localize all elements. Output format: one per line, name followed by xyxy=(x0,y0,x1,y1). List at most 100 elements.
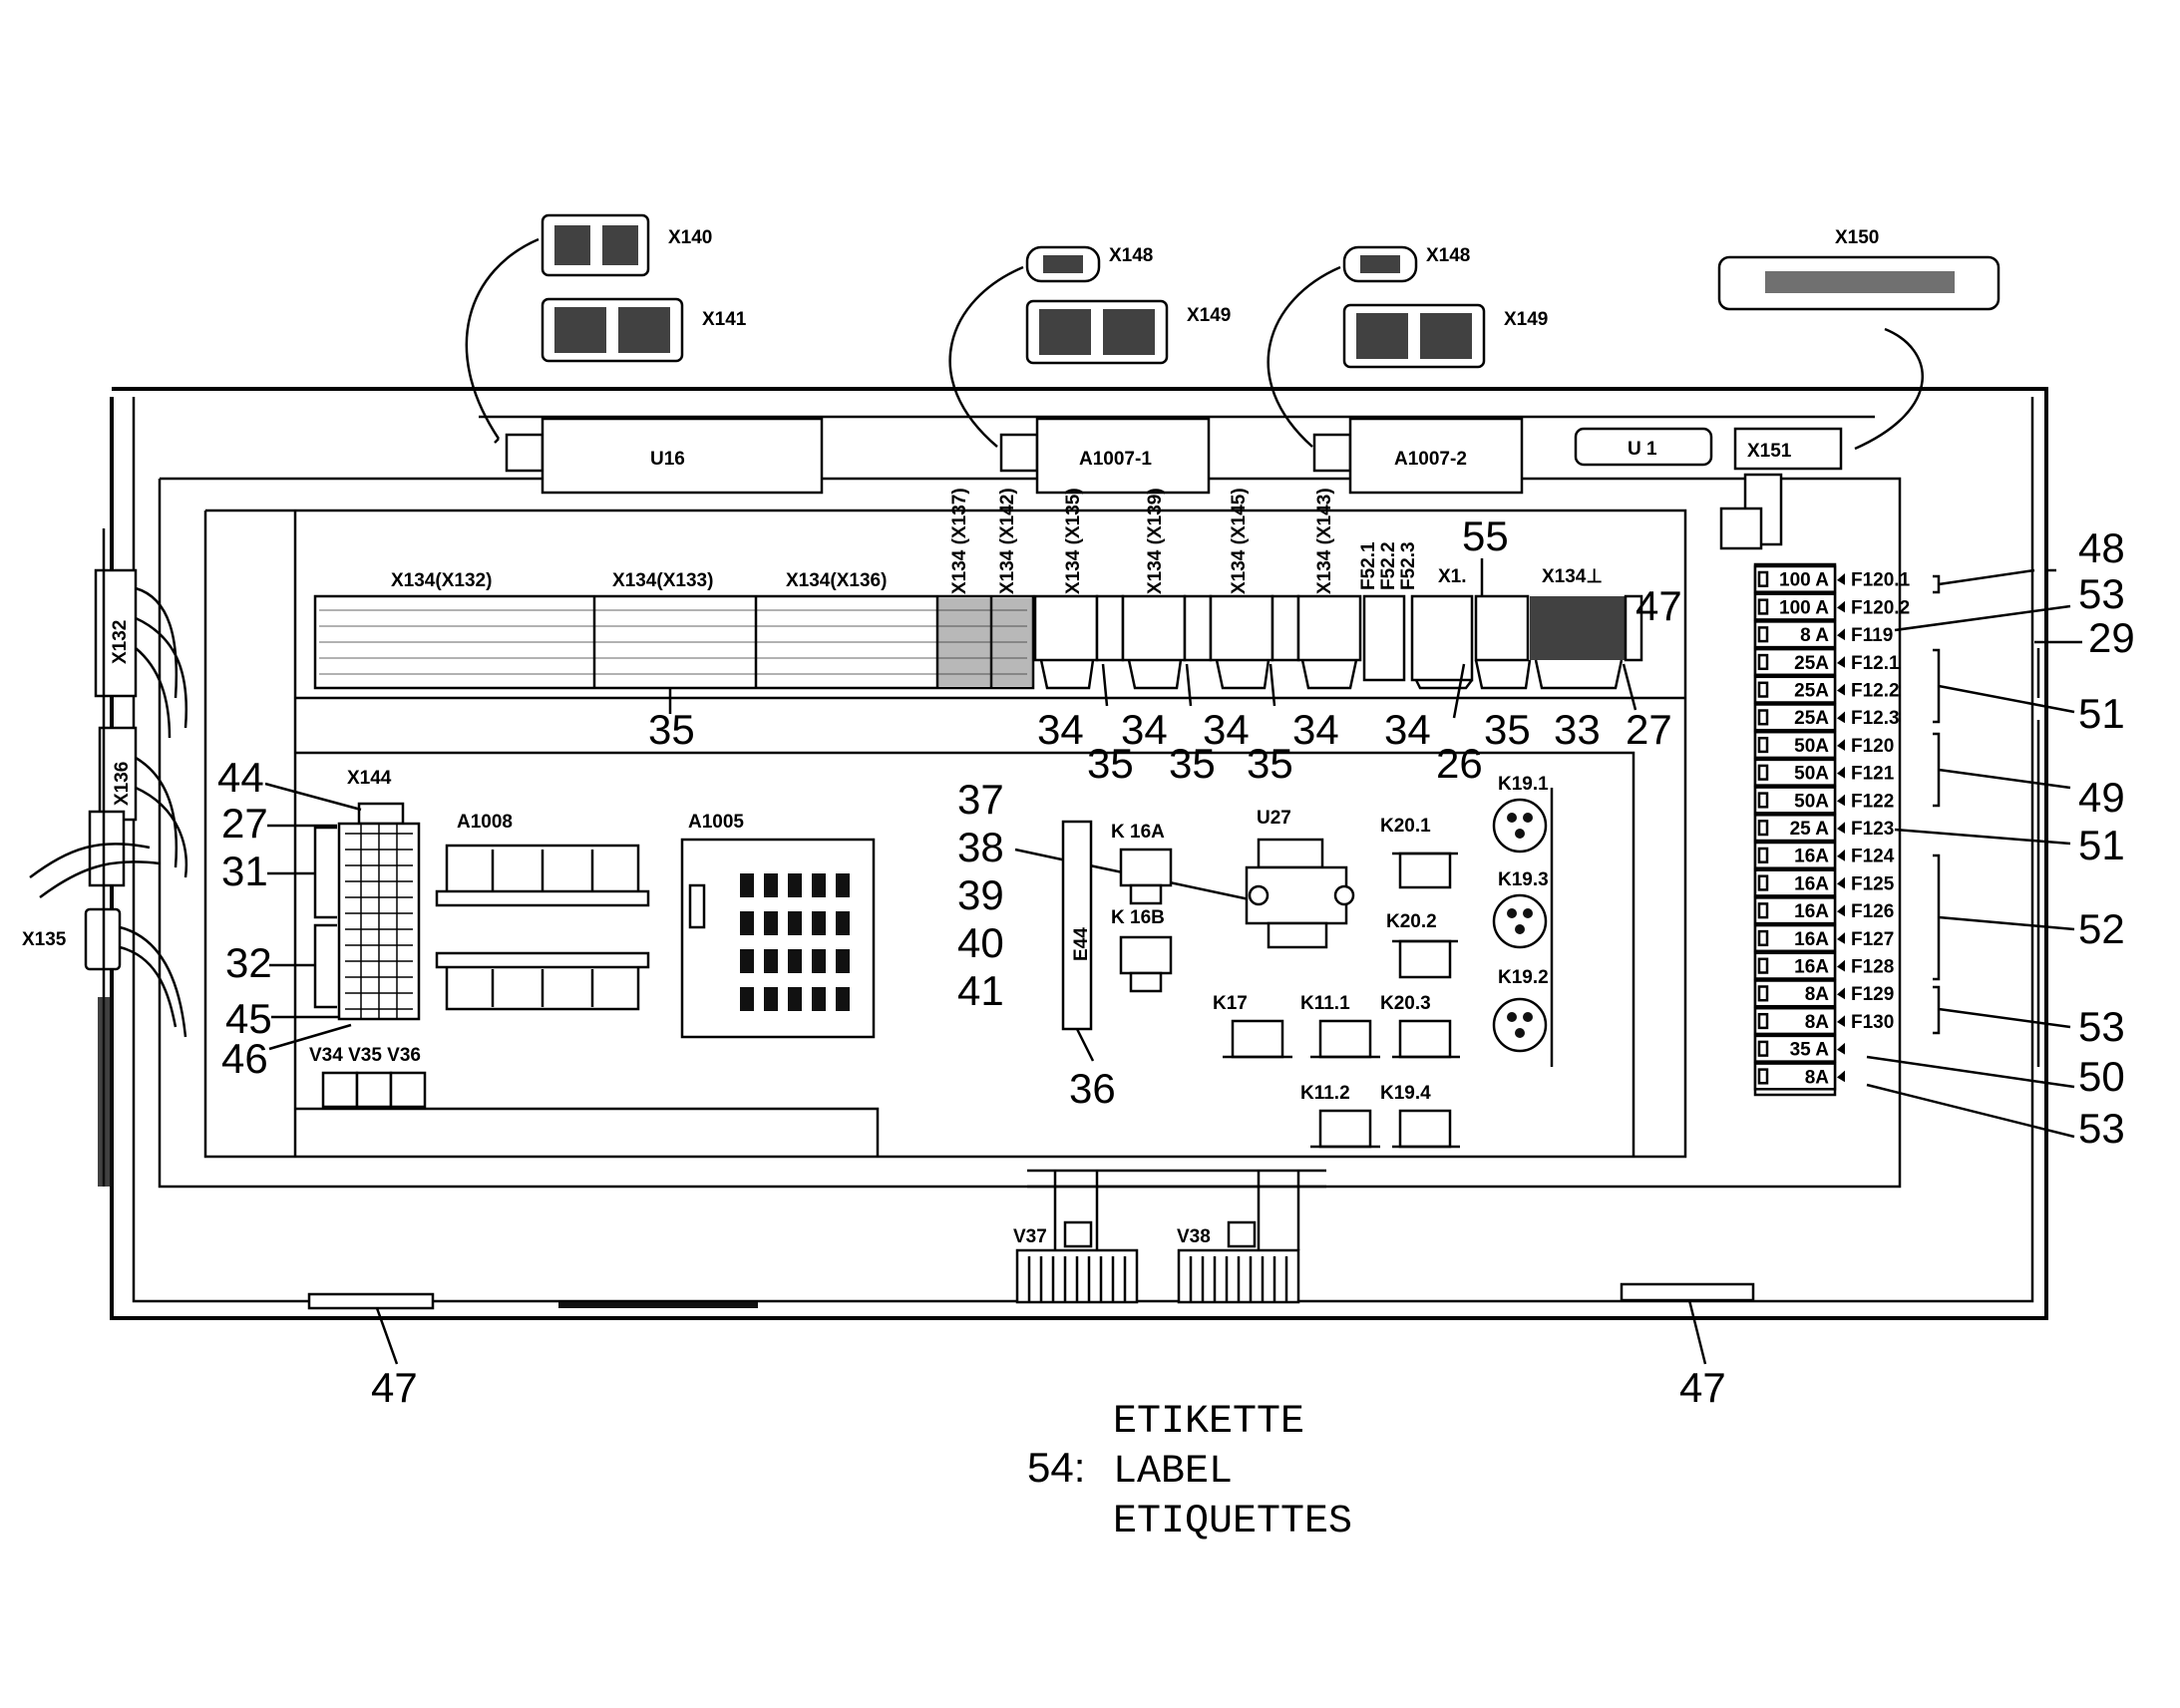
x144-label: X144 xyxy=(347,768,392,789)
callout-34: 34 xyxy=(1384,706,1431,753)
fuse-rating: 8A xyxy=(1805,1067,1830,1088)
unit-a1007-1: A1007-1 xyxy=(999,417,1211,495)
fuse-row: 35 A xyxy=(1753,1034,1845,1063)
relay-k20-2: K20.2 xyxy=(1386,911,1458,979)
x132-label: X132 xyxy=(110,620,131,664)
callout-47: 47 xyxy=(371,1364,418,1411)
fuse-clip xyxy=(1757,985,1769,1002)
foot-left xyxy=(307,1292,435,1310)
connector-x149-b: X149 xyxy=(1342,303,1548,369)
fuse-pointer-icon xyxy=(1837,739,1845,751)
fuse-id: F127 xyxy=(1851,929,1894,950)
fuse-holder xyxy=(1753,923,1837,953)
callout-51: 51 xyxy=(2078,690,2125,737)
fuse-holder xyxy=(1753,841,1837,869)
terminal-strip-x134: X134(X132) X134(X133) X134(X136) X134 (X… xyxy=(313,488,1035,690)
fuse-pointer-icon xyxy=(1837,904,1845,917)
fuse-pointer-icon xyxy=(1837,932,1845,944)
x134-x132-label: X134(X132) xyxy=(391,570,492,591)
relay-k16a: K 16A xyxy=(1111,822,1173,905)
callout-29: 29 xyxy=(2088,614,2135,661)
fuse-pointer-icon xyxy=(1837,959,1845,972)
fuse-holder xyxy=(1753,620,1837,649)
relay-k19-4: K19.4 xyxy=(1380,1083,1460,1149)
u27-label: U27 xyxy=(1257,808,1291,829)
heater-e44: E44 36 xyxy=(1061,820,1116,1112)
fuse-rating: 16A xyxy=(1794,901,1829,922)
fuse-rating: 8A xyxy=(1805,1012,1830,1033)
fuse-id: F124 xyxy=(1851,847,1895,867)
f52-1-label: F52.1 xyxy=(1358,541,1379,590)
fuse-pointer-icon xyxy=(1837,711,1845,724)
cable-x148-a xyxy=(948,265,1024,448)
callout-37: 37 xyxy=(957,776,1004,823)
fuse-holder xyxy=(1753,730,1837,760)
fuse-id: F120.2 xyxy=(1851,597,1910,618)
fuse-pointer-icon xyxy=(1837,876,1845,889)
fuse-rating: 16A xyxy=(1794,873,1829,894)
callout-26: 26 xyxy=(1436,740,1483,787)
fuse-rating: 25 A xyxy=(1790,819,1830,840)
callout-35: 35 xyxy=(648,706,695,753)
k19-1-label: K19.1 xyxy=(1498,774,1549,795)
connector-x150: X150 xyxy=(1717,227,2000,311)
callout-53: 53 xyxy=(2078,1105,2125,1152)
f52-3-label: F52.3 xyxy=(1398,541,1419,590)
foot-right xyxy=(1620,1282,1755,1302)
k20-3-label: K20.3 xyxy=(1380,993,1431,1014)
fuse-clip xyxy=(1757,957,1769,974)
fuse-holder xyxy=(1753,1006,1837,1036)
x134-x135-label: X134 (X135) xyxy=(1063,488,1084,594)
fuse-pointer-icon xyxy=(1837,656,1845,668)
fuse-holder xyxy=(1753,786,1837,815)
fuse-rating: 35 A xyxy=(1790,1040,1830,1061)
fuse-clip xyxy=(1757,570,1769,587)
k19-2-label: K19.2 xyxy=(1498,967,1549,988)
k11-1-label: K11.1 xyxy=(1300,993,1350,1014)
cable-x148-b xyxy=(1267,265,1341,448)
callout-55: 55 xyxy=(1462,512,1509,559)
middle-callouts: 37 38 39 40 41 xyxy=(957,776,1260,1014)
k11-2-label: K11.2 xyxy=(1300,1083,1350,1104)
x135-label: X135 xyxy=(22,929,67,950)
fuse-holder xyxy=(1753,758,1837,787)
callout-49: 49 xyxy=(2078,774,2125,821)
fuse-pointer-icon xyxy=(1837,600,1845,613)
k20-2-label: K20.2 xyxy=(1386,911,1437,932)
fuse-clip xyxy=(1757,1012,1769,1030)
fuse-pointer-icon xyxy=(1837,573,1845,585)
fuse-clip xyxy=(1757,598,1769,615)
k19-3-label: K19.3 xyxy=(1498,869,1549,890)
fuse-holder xyxy=(1753,814,1837,843)
fuse-id: F128 xyxy=(1851,957,1894,978)
relay-k19-2: K19.2 xyxy=(1492,967,1549,1053)
x134-x137-label: X134 (X137) xyxy=(949,488,970,594)
fuse-clip xyxy=(1757,929,1769,947)
fuse-clip xyxy=(1757,902,1769,919)
v34-v36-label: V34 V35 V36 xyxy=(309,1045,421,1066)
x150-label: X150 xyxy=(1835,227,1879,248)
unit-a1007-2: A1007-2 xyxy=(1312,417,1524,495)
connector-x151: X151 xyxy=(1719,427,1843,550)
fuse-pointer-icon xyxy=(1837,683,1845,696)
callout-39: 39 xyxy=(957,871,1004,918)
v38-label: V38 xyxy=(1177,1226,1211,1247)
connector-x148-a: X148 xyxy=(1025,245,1153,283)
callout-34: 34 xyxy=(1292,706,1339,753)
unit-u1: U 1 xyxy=(1574,427,1713,467)
fuse-clip xyxy=(1757,626,1769,643)
fuse-clip xyxy=(1757,820,1769,837)
callout-51: 51 xyxy=(2078,822,2125,868)
fuse-holder xyxy=(1753,564,1837,593)
callout-34: 34 xyxy=(1203,706,1250,753)
k16a-label: K 16A xyxy=(1111,822,1165,843)
fuse-holder xyxy=(1753,1062,1837,1091)
fuse-rating: 50A xyxy=(1794,791,1829,812)
callout-34: 34 xyxy=(1037,706,1084,753)
